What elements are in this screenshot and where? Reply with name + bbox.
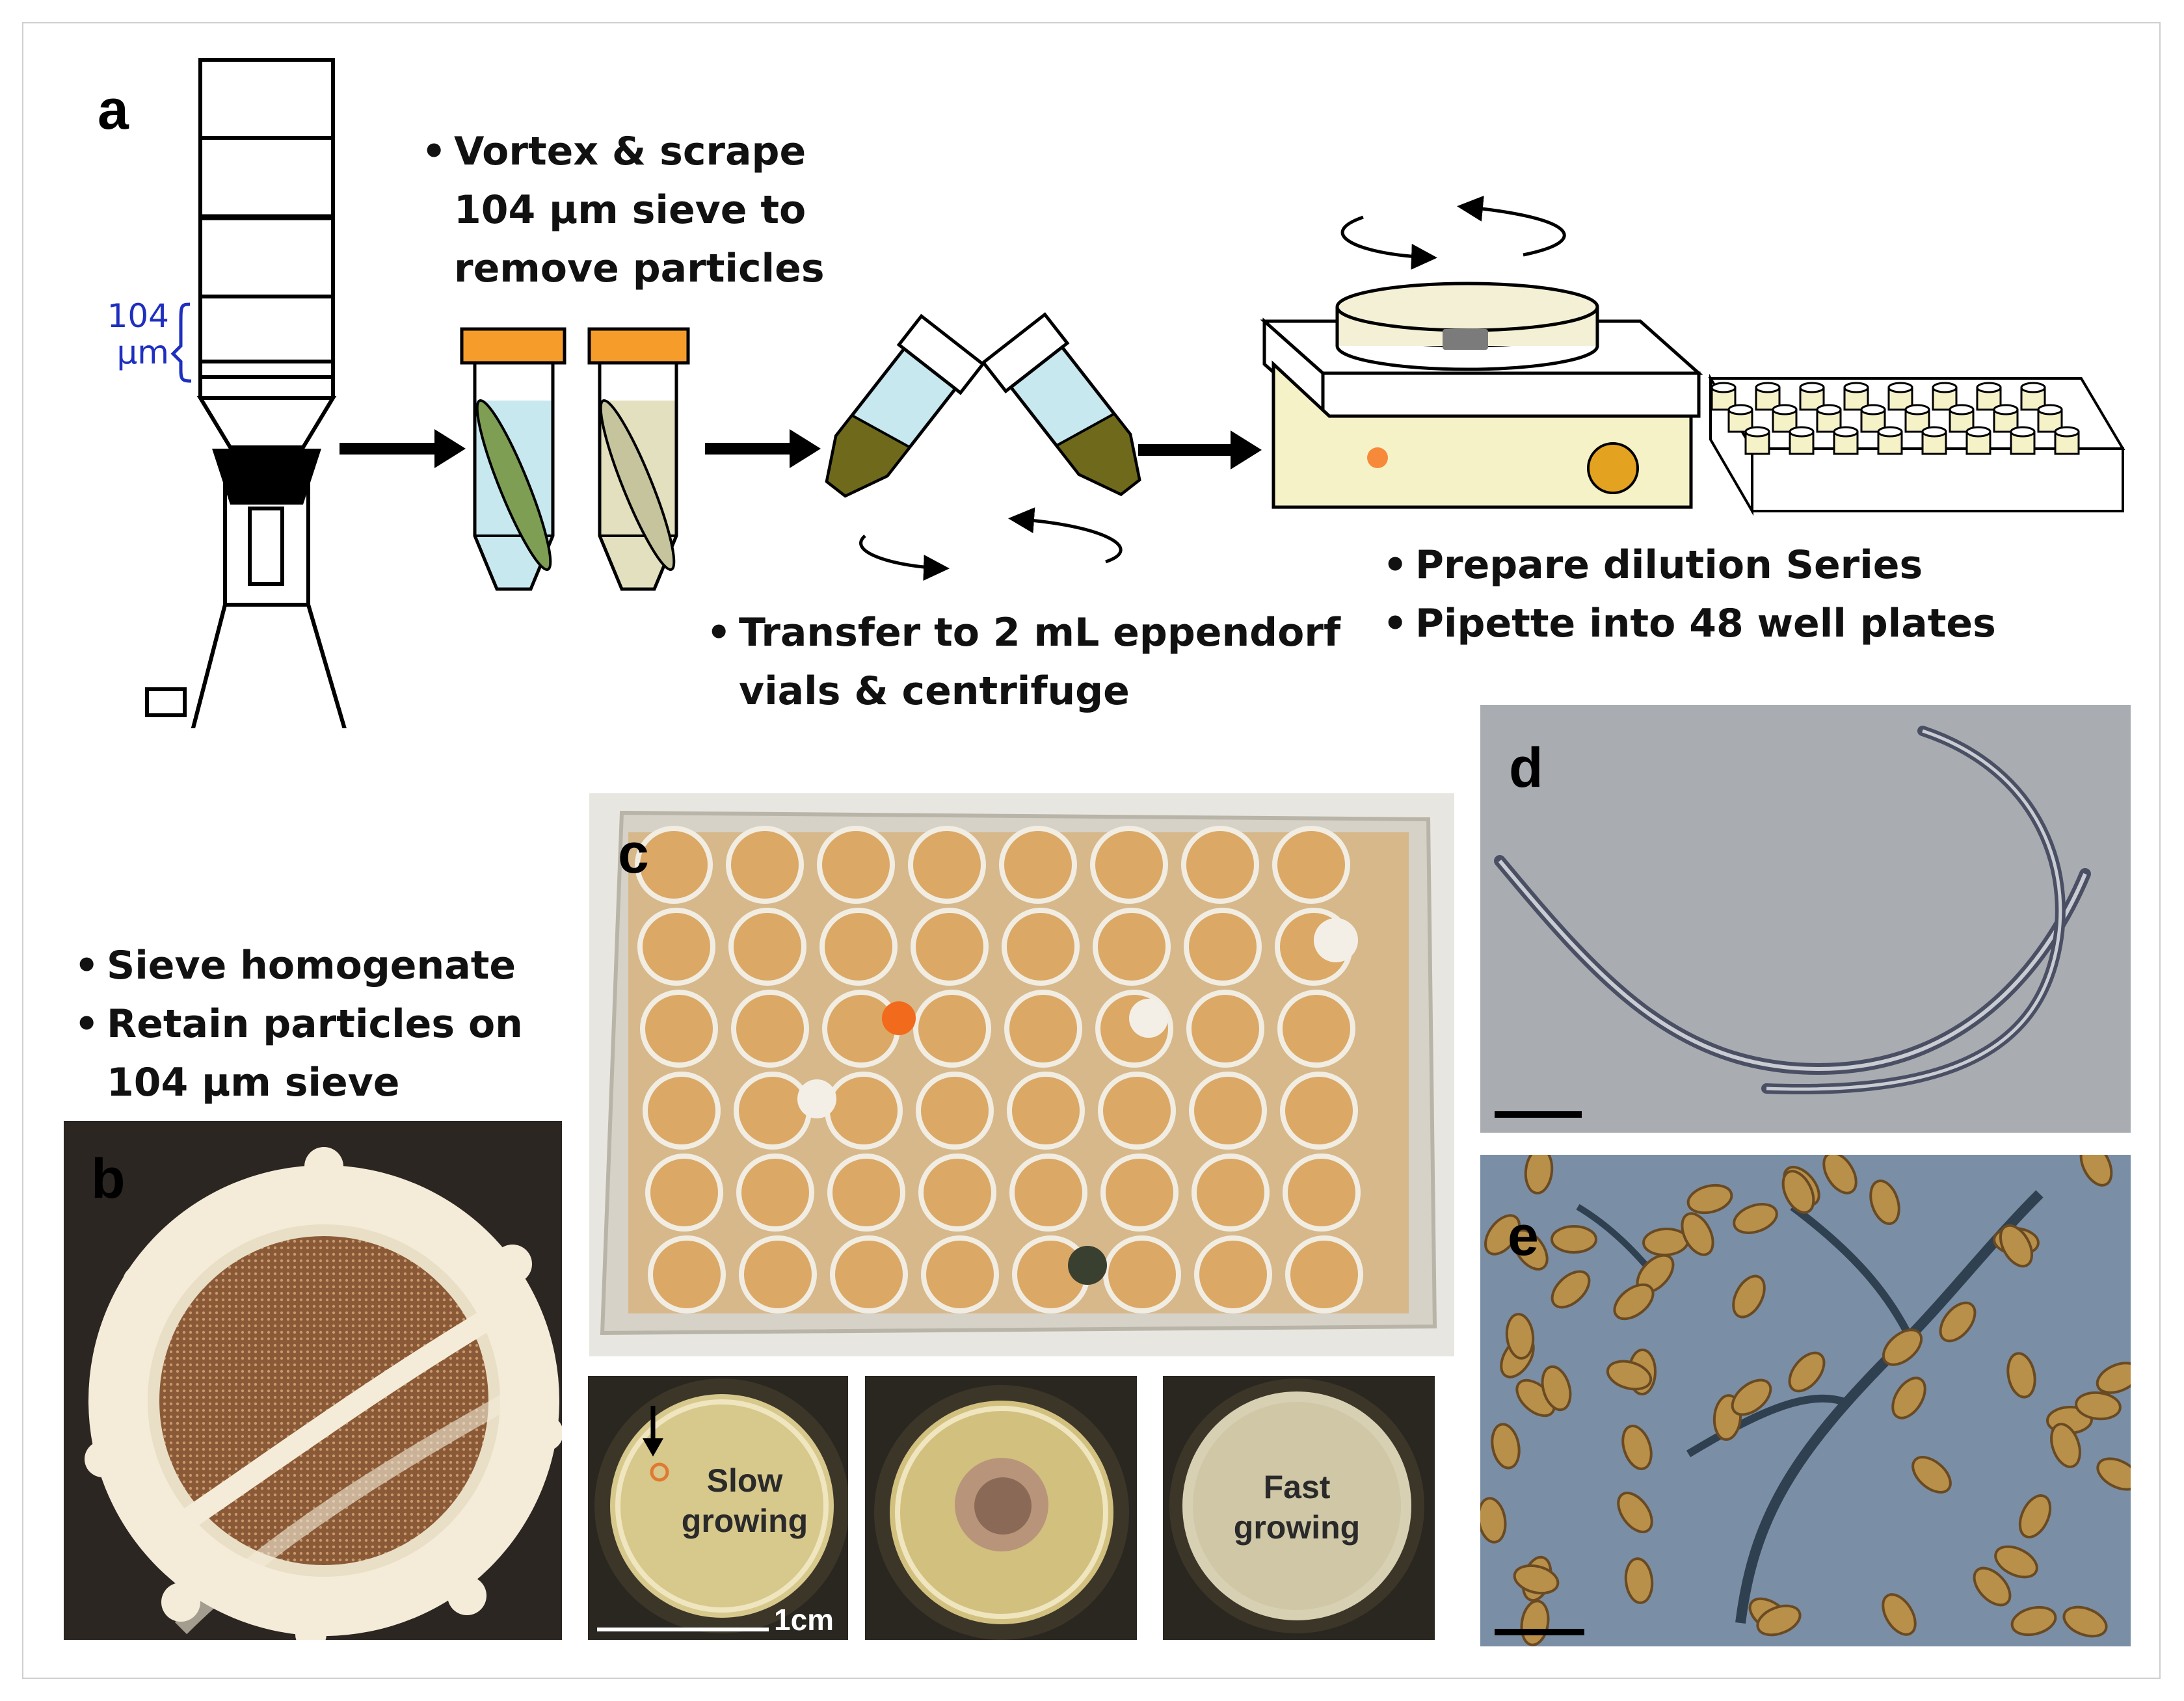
bullet-icon: • [421, 129, 447, 174]
step-dilution-line-2: Pipette into 48 well plates [1415, 601, 1996, 646]
step-vortex-line-2: 104 µm sieve to [454, 187, 806, 233]
panel-label-b: b [91, 1148, 126, 1210]
fast-growing-label: Fast growing [1212, 1467, 1381, 1548]
arrow-right-icon [1138, 430, 1262, 469]
sieve-size-bracket [170, 302, 192, 383]
step-vortex-line-1: Vortex & scrape [454, 129, 806, 174]
step-transfer-line-1: Transfer to 2 mL eppendorf [739, 610, 1341, 655]
arrow-right-icon [705, 429, 821, 468]
panel-label-c: c [618, 823, 649, 885]
funnel-stopper [212, 449, 321, 505]
rotation-arrows-icon [859, 507, 1123, 581]
bullet-icon: • [1383, 542, 1408, 588]
well-closeup-medium [865, 1376, 1137, 1640]
well-plate-schematic [1708, 373, 2125, 516]
panel-c-photo [589, 793, 1454, 1356]
panel-a-schematic [145, 58, 2125, 728]
sieve-stack [196, 58, 337, 449]
eppendorf-left [825, 313, 985, 498]
well-closeup-fast [1163, 1376, 1435, 1640]
step-transfer-text: •Transfer to 2 mL eppendorf vials & cent… [706, 603, 1340, 720]
figure-frame [22, 22, 2161, 1679]
fast-label-line-1: Fast [1263, 1469, 1331, 1505]
stir-plate [1260, 282, 1703, 509]
arrow-right-icon [340, 429, 466, 468]
slow-label-line-2: growing [681, 1503, 808, 1539]
bullet-icon: • [706, 610, 732, 655]
panel-b-photo [64, 1121, 562, 1640]
step-vortex-text: •Vortex & scrape 104 µm sieve to remove … [421, 122, 825, 298]
bullet-icon: • [74, 1001, 100, 1047]
sieve-size-unit: µm [116, 334, 169, 371]
flask [145, 481, 347, 728]
slow-label-line-1: Slow [706, 1462, 783, 1499]
bullet-icon: • [1383, 601, 1408, 646]
step-dilution-text: •Prepare dilution Series •Pipette into 4… [1383, 536, 1996, 653]
falcon-tube-1 [460, 327, 566, 591]
step-vortex-line-3: remove particles [454, 246, 825, 291]
step-sieve-text: •Sieve homogenate •Retain particles on 1… [74, 936, 523, 1112]
rotation-arrows-icon [1340, 195, 1566, 270]
down-arrow-icon [643, 1406, 663, 1457]
panel-e-micrograph [1480, 1155, 2131, 1646]
falcon-tube-2 [587, 327, 690, 591]
panel-d-micrograph [1480, 705, 2131, 1133]
sieve-size-label: 104 µm [91, 298, 169, 371]
slow-growing-label: Slow growing [663, 1460, 826, 1541]
step-sieve-line-2: Retain particles on [107, 1001, 523, 1047]
sieve-size-value: 104 [107, 297, 169, 335]
step-transfer-line-2: vials & centrifuge [739, 668, 1130, 714]
step-dilution-line-1: Prepare dilution Series [1415, 542, 1923, 588]
well-closeup-slow [588, 1376, 848, 1640]
panel-label-d: d [1509, 737, 1543, 799]
eppendorf-right [981, 312, 1141, 497]
step-sieve-line-1: Sieve homogenate [107, 943, 516, 988]
fast-label-line-2: growing [1233, 1509, 1361, 1546]
step-sieve-line-3: 104 µm sieve [107, 1060, 400, 1105]
bullet-icon: • [74, 943, 100, 988]
panel-label-e: e [1508, 1205, 1539, 1267]
panel-label-a: a [98, 79, 129, 141]
scale-bar-label: 1cm [774, 1603, 834, 1637]
